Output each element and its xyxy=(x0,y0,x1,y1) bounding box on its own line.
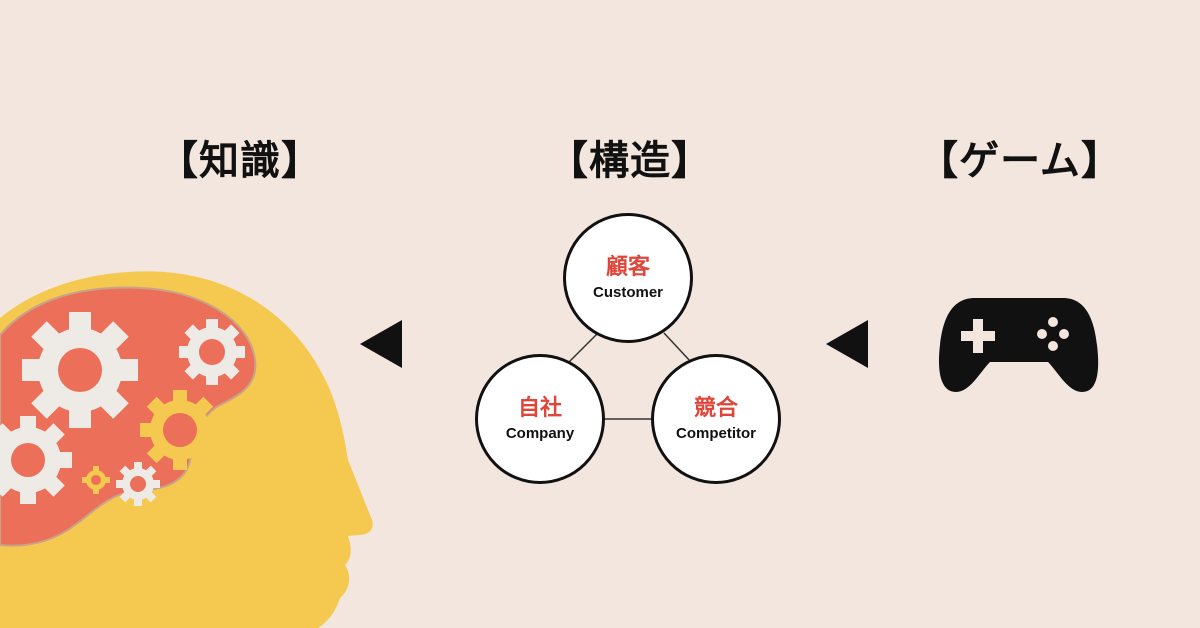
left-arrow-icon xyxy=(360,320,402,368)
customer-label-jp: 顧客 xyxy=(605,255,650,280)
left-arrow-icon xyxy=(826,320,868,368)
company-label-jp: 自社 xyxy=(517,396,562,421)
customer-circle: 顧客 Customer xyxy=(563,213,693,343)
heading-structure: 【構造】 xyxy=(548,138,712,184)
company-circle: 自社 Company xyxy=(475,354,605,484)
competitor-circle: 競合 Competitor xyxy=(651,354,781,484)
competitor-label-en: Competitor xyxy=(676,425,756,442)
company-label-en: Company xyxy=(505,425,575,442)
customer-label-en: Customer xyxy=(592,284,663,301)
heading-game: 【ゲーム】 xyxy=(918,138,1122,184)
competitor-label-jp: 競合 xyxy=(693,396,738,421)
heading-knowledge: 【知識】 xyxy=(158,138,322,184)
